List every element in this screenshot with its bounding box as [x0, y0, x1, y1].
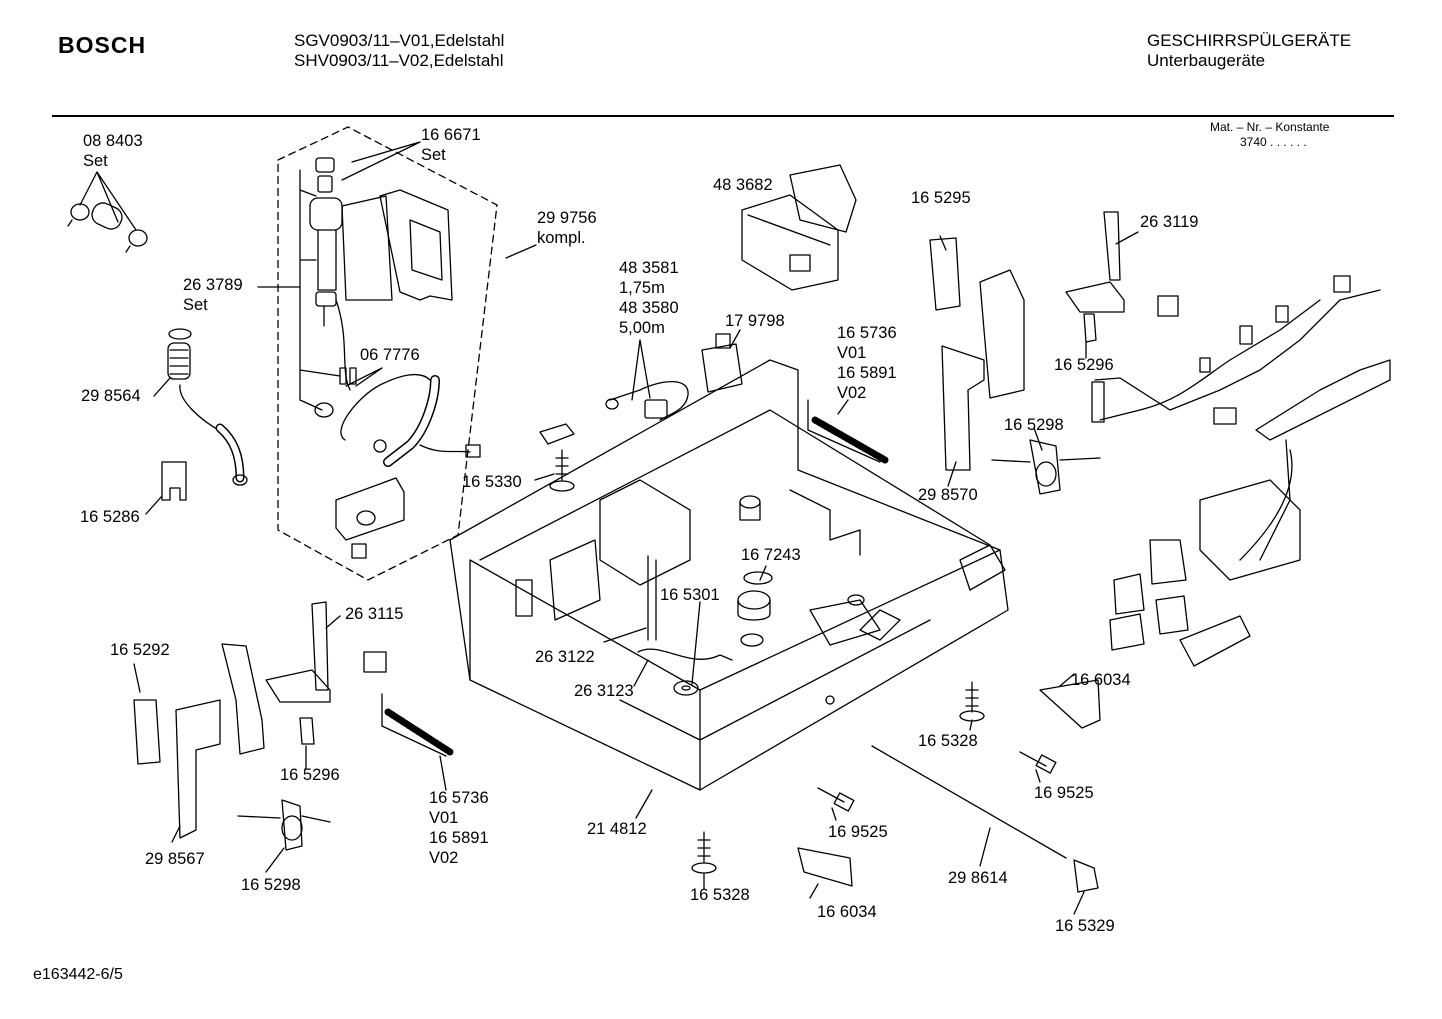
bottom-right-parts: [691, 679, 1101, 893]
relay: [701, 333, 743, 393]
part-label: 26 3115: [345, 605, 404, 623]
part-label: 29 8614: [948, 869, 1008, 887]
valve-assembly: [309, 157, 453, 418]
part-label: 16 5298: [241, 876, 301, 894]
control-module: [741, 164, 857, 291]
model-line-1: SGV0903/11–V01,Edelstahl: [294, 31, 505, 50]
leader-lines: [79, 141, 1139, 915]
ring-seals: [673, 571, 865, 696]
category-title: GESCHIRRSPÜLGERÄTE: [1147, 31, 1352, 50]
base-tub: [449, 359, 1009, 791]
part-label: 16 9525: [828, 823, 888, 841]
constant-label: Mat. – Nr. – Konstante: [1210, 120, 1330, 134]
part-label: 16 5330: [462, 473, 522, 491]
left-bracket-group: [133, 601, 454, 851]
part-label: 16 5296: [280, 766, 340, 784]
part-label: 29 8567: [145, 850, 205, 868]
hose-coil: [167, 328, 248, 486]
part-label: 16 5328: [918, 732, 978, 750]
part-label: 16 5329: [1055, 917, 1115, 935]
right-bracket: [929, 237, 1025, 471]
pressure-switch-right: [991, 439, 1101, 495]
part-label: 26 3789 Set: [183, 276, 243, 314]
part-label: 29 8570: [918, 486, 978, 504]
part-label: 29 9756 kompl.: [537, 209, 597, 247]
part-label: 06 7776: [360, 346, 420, 364]
hose-clamp-set: [67, 202, 148, 253]
part-label: 17 9798: [725, 312, 785, 330]
part-label: 16 9525: [1034, 784, 1094, 802]
part-label: 16 5736 V01 16 5891 V02: [837, 324, 897, 402]
part-label: 48 3682: [713, 176, 773, 194]
part-label: 16 5301: [660, 586, 720, 604]
part-label: 16 5736 V01 16 5891 V02: [429, 789, 489, 867]
wiring-harness: [1091, 275, 1391, 667]
header-rule: [52, 115, 1394, 117]
cable-harness-small: [605, 381, 689, 421]
category-subtitle: Unterbaugeräte: [1147, 51, 1266, 70]
part-label: 08 8403 Set: [83, 132, 143, 170]
part-label: 16 5328: [690, 886, 750, 904]
part-label: 16 6671 Set: [421, 126, 481, 164]
heating-element: [807, 399, 889, 464]
switch-part: [539, 423, 575, 492]
part-label: 48 3581 1,75m 48 3580 5,00m: [619, 259, 679, 337]
model-line-2: SHV0903/11–V02,Edelstahl: [294, 51, 504, 70]
part-label: 26 3123: [574, 682, 634, 700]
part-label: 16 6034: [817, 903, 877, 921]
part-label: 29 8564: [81, 387, 141, 405]
part-label: 16 6034: [1071, 671, 1131, 689]
bracket-upper-right: [1065, 211, 1179, 343]
part-label: 16 5298: [1004, 416, 1064, 434]
drawing-code: e163442-6/5: [33, 966, 123, 983]
part-label: 26 3119: [1140, 213, 1199, 231]
dispenser-part: [335, 477, 405, 559]
part-label: 16 5295: [911, 189, 971, 207]
brand-logo: BOSCH: [58, 32, 147, 58]
part-label: 21 4812: [587, 820, 647, 838]
part-label: 26 3122: [535, 648, 595, 666]
float-rod: [637, 555, 733, 661]
part-label: 16 5286: [80, 508, 140, 526]
spiral-hose: [340, 373, 481, 467]
clip-part: [161, 461, 187, 501]
constant-value: 3740 . . . . . .: [1240, 135, 1307, 149]
part-label: 16 7243: [741, 546, 801, 564]
part-label: 16 5296: [1054, 356, 1114, 374]
part-label: 16 5292: [110, 641, 170, 659]
